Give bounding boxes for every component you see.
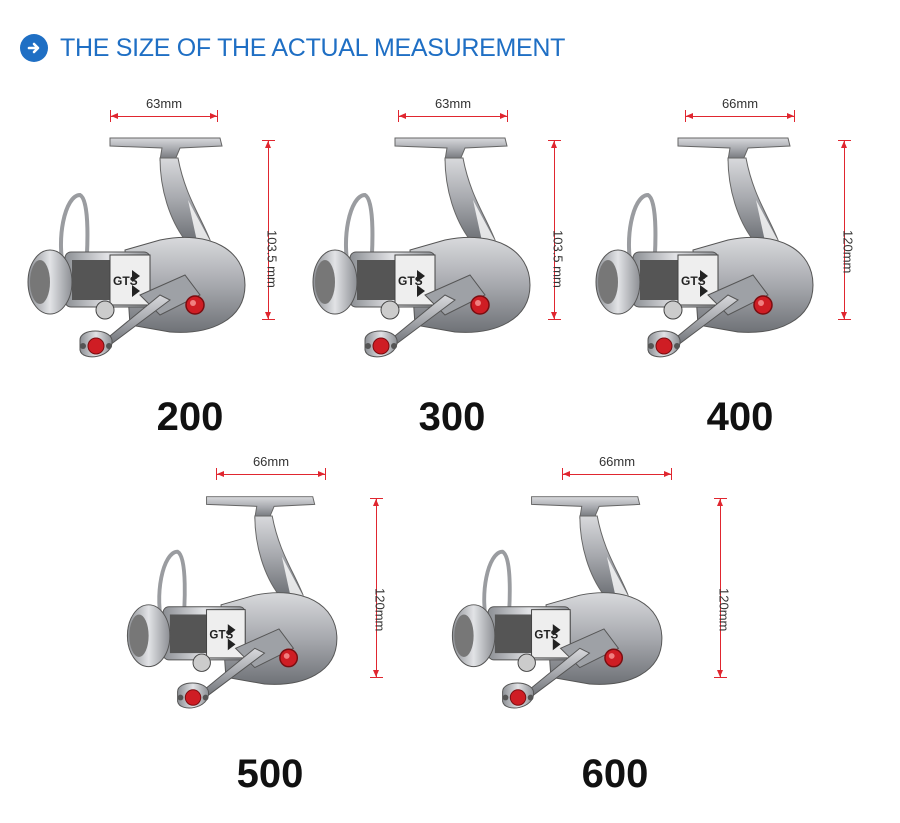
width-dimension: 66mm bbox=[685, 96, 795, 122]
height-dimension: 103.5 mm bbox=[548, 140, 566, 320]
width-label: 66mm bbox=[598, 454, 636, 469]
svg-text:GTS: GTS bbox=[534, 630, 558, 642]
height-dimension: 120mm bbox=[370, 498, 388, 678]
width-label: 63mm bbox=[145, 96, 183, 111]
reel-image: GTS bbox=[105, 460, 395, 740]
model-number: 200 bbox=[156, 395, 224, 439]
section-title: THE SIZE OF THE ACTUAL MEASUREMENT bbox=[60, 33, 566, 62]
height-label: 120mm bbox=[372, 588, 388, 632]
height-dimension: 120mm bbox=[838, 140, 856, 320]
spinning-reel-image: GTS bbox=[126, 496, 338, 709]
spinning-reel-image: GTS bbox=[312, 137, 531, 358]
width-label: 66mm bbox=[252, 454, 290, 469]
svg-text:GTS: GTS bbox=[209, 630, 233, 642]
svg-text:GTS: GTS bbox=[113, 274, 138, 288]
arrow-right-circle-icon bbox=[20, 34, 48, 62]
reel-image: GTS bbox=[295, 100, 585, 390]
model-number: 300 bbox=[418, 395, 486, 439]
reel-image: GTS bbox=[10, 100, 300, 390]
svg-text:GTS: GTS bbox=[398, 274, 423, 288]
model-number: 400 bbox=[706, 395, 774, 439]
width-dimension: 66mm bbox=[216, 454, 326, 480]
height-label: 120mm bbox=[840, 230, 856, 274]
width-dimension: 63mm bbox=[398, 96, 508, 122]
spinning-reel-image: GTS bbox=[595, 137, 814, 358]
height-label: 103.5 mm bbox=[550, 230, 566, 288]
width-dimension: 66mm bbox=[562, 454, 672, 480]
spinning-reel-image: GTS bbox=[27, 137, 246, 358]
width-label: 63mm bbox=[434, 96, 472, 111]
height-label: 103.5 mm bbox=[264, 230, 280, 288]
model-number: 500 bbox=[236, 752, 304, 796]
spinning-reel-image: GTS bbox=[451, 496, 663, 709]
height-dimension: 120mm bbox=[714, 498, 732, 678]
reel-image: GTS bbox=[578, 100, 868, 390]
section-header: THE SIZE OF THE ACTUAL MEASUREMENT bbox=[20, 30, 565, 66]
height-label: 120mm bbox=[716, 588, 732, 632]
width-label: 66mm bbox=[721, 96, 759, 111]
width-dimension: 63mm bbox=[110, 96, 218, 122]
svg-text:GTS: GTS bbox=[681, 274, 706, 288]
height-dimension: 103.5 mm bbox=[262, 140, 280, 320]
model-number: 600 bbox=[581, 752, 649, 796]
reel-image: GTS bbox=[430, 460, 720, 740]
